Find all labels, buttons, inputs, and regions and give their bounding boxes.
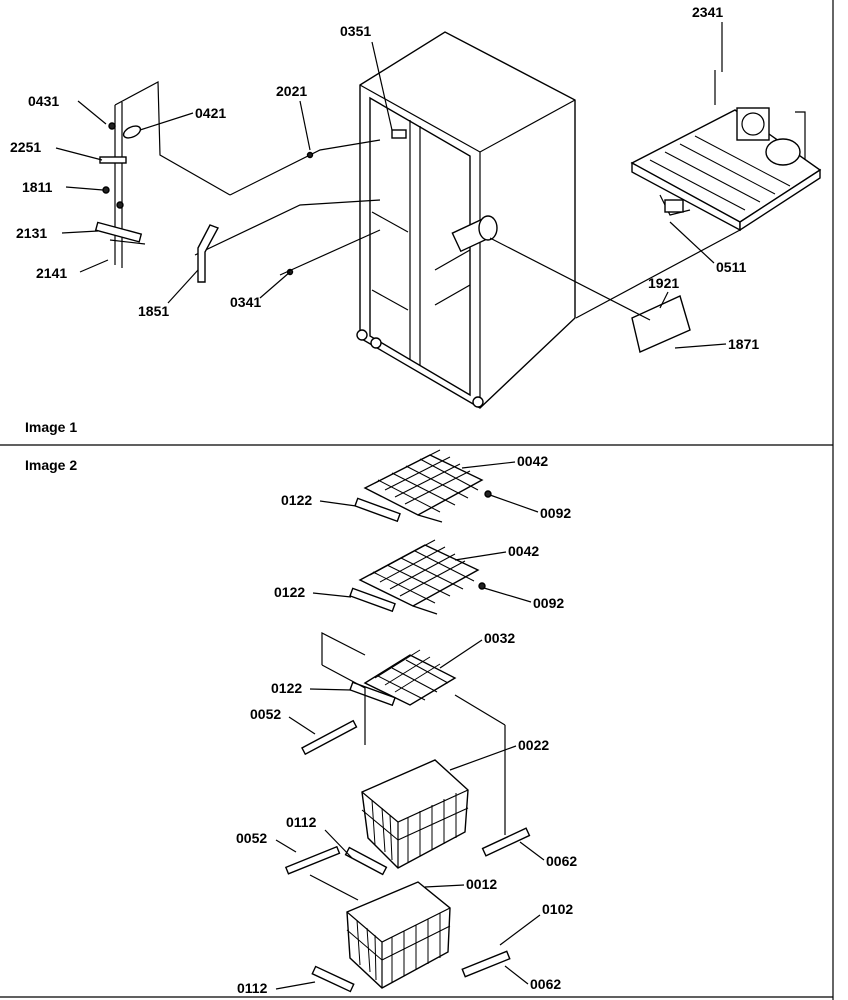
freezer-basket-2 bbox=[346, 881, 451, 989]
callout-0032: 0032 bbox=[484, 630, 515, 646]
callout-2131: 2131 bbox=[16, 225, 47, 241]
shelf-rail-1 bbox=[354, 497, 401, 523]
callout-0092-a: 0092 bbox=[540, 505, 571, 521]
callouts-image-2: 0042 0092 0122 0042 0092 0122 0032 0122 … bbox=[236, 453, 577, 996]
guide-line-shelf-3 bbox=[321, 632, 366, 665]
callout-0052-b: 0052 bbox=[236, 830, 267, 846]
guide-line-right bbox=[454, 694, 506, 726]
callout-0022: 0022 bbox=[518, 737, 549, 753]
callout-0431: 0431 bbox=[28, 93, 59, 109]
slide-rail-0062-lower bbox=[461, 950, 511, 978]
wiring-harness-left bbox=[94, 81, 381, 276]
panel-title-image-1: Image 1 bbox=[25, 419, 77, 435]
callout-0122-a: 0122 bbox=[281, 492, 312, 508]
callout-2021: 2021 bbox=[276, 83, 307, 99]
panel-title-image-2: Image 2 bbox=[25, 457, 77, 473]
slide-rail-0052-upper bbox=[301, 719, 358, 756]
callout-0421: 0421 bbox=[195, 105, 226, 121]
shelf-rail-3 bbox=[349, 681, 396, 707]
callout-0062-b: 0062 bbox=[530, 976, 561, 992]
freezer-basket-1 bbox=[361, 759, 469, 869]
access-cover-1921 bbox=[489, 229, 741, 353]
panel-image-2: Image 2 bbox=[25, 449, 577, 996]
panel-image-1: Image 1 bbox=[10, 4, 822, 435]
callout-0062-a: 0062 bbox=[546, 853, 577, 869]
callout-0341: 0341 bbox=[230, 294, 261, 310]
callout-1811: 1811 bbox=[22, 179, 53, 195]
guide-line-basket-2 bbox=[309, 874, 359, 901]
guide-line-shelf-3b bbox=[321, 664, 366, 745]
callout-0122-c: 0122 bbox=[271, 680, 302, 696]
callout-1851: 1851 bbox=[138, 303, 169, 319]
callout-0351: 0351 bbox=[340, 23, 371, 39]
callout-0042-b: 0042 bbox=[508, 543, 539, 559]
slide-rail-0062-upper bbox=[481, 827, 531, 857]
callout-2341: 2341 bbox=[692, 4, 723, 20]
callout-2141: 2141 bbox=[36, 265, 67, 281]
callout-0122-b: 0122 bbox=[274, 584, 305, 600]
callout-0092-b: 0092 bbox=[533, 595, 564, 611]
callout-0511: 0511 bbox=[716, 259, 747, 275]
shelf-rail-2 bbox=[349, 587, 396, 613]
callout-0112-b: 0112 bbox=[237, 980, 268, 996]
callout-0112-a: 0112 bbox=[286, 814, 317, 830]
callout-0102: 0102 bbox=[542, 901, 573, 917]
callout-0052-a: 0052 bbox=[250, 706, 281, 722]
compressor-assembly bbox=[630, 70, 822, 232]
rail-cover-0112-upper bbox=[344, 846, 388, 876]
callout-1871: 1871 bbox=[728, 336, 759, 352]
callout-1921: 1921 bbox=[648, 275, 679, 291]
callout-2251: 2251 bbox=[10, 139, 41, 155]
callout-0042-a: 0042 bbox=[517, 453, 548, 469]
slide-rail-0052-lower bbox=[284, 845, 341, 875]
wire-shelf-1 bbox=[363, 449, 492, 523]
rail-cover-0112-lower bbox=[311, 965, 355, 993]
callouts-image-1: 0431 0421 2251 1811 2131 2141 2021 1851 … bbox=[10, 4, 759, 352]
guide-line-0102 bbox=[499, 914, 541, 946]
wire-shelf-2 bbox=[358, 539, 486, 615]
bracket-1851 bbox=[197, 224, 219, 283]
refrigerator-cabinet bbox=[356, 31, 576, 409]
callout-0012: 0012 bbox=[466, 876, 497, 892]
